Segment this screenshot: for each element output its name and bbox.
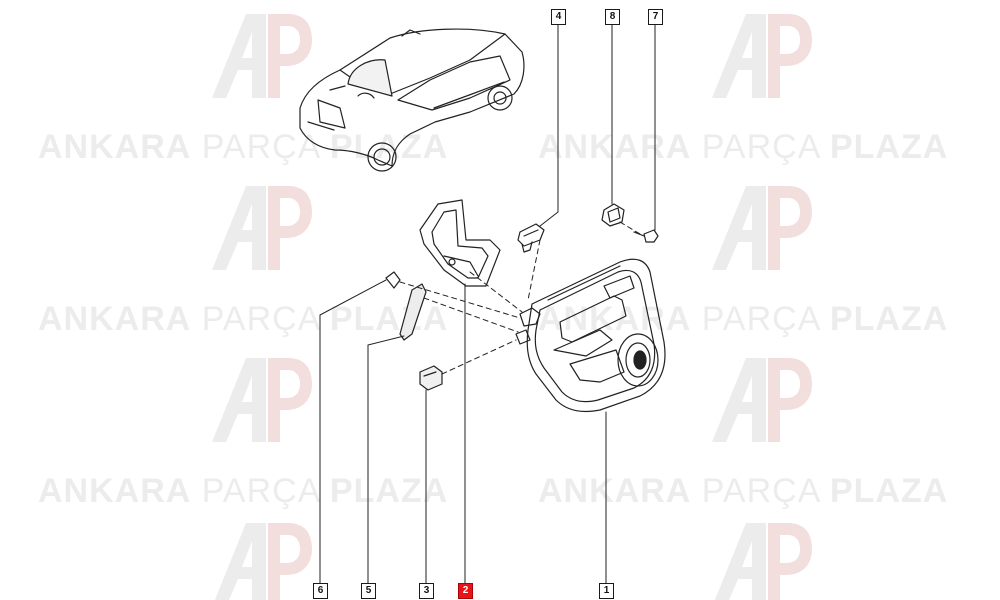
watermark-text: ANKARA PARÇA PLAZA — [538, 300, 949, 338]
part-4-clip — [517, 223, 545, 253]
assembly-lines — [399, 221, 641, 375]
callout-3: 3 — [419, 583, 434, 599]
part-5-trim-strip — [399, 283, 427, 341]
callout-1: 1 — [599, 583, 614, 599]
part-1-door-panel — [526, 258, 666, 413]
leader-lines — [319, 23, 656, 584]
watermark-text: ANKARA PARÇA PLAZA — [38, 300, 449, 338]
part-8-retainer — [601, 203, 625, 227]
part-2-bracket — [419, 199, 501, 287]
callout-2-highlighted: 2 — [458, 583, 473, 599]
ap-logo-watermark — [712, 186, 812, 270]
ap-logo-watermark — [212, 14, 312, 98]
ap-logo-watermark — [714, 523, 812, 600]
watermark-text: ANKARA PARÇA PLAZA — [538, 472, 949, 510]
watermark-text: ANKARA PARÇA PLAZA — [38, 472, 449, 510]
watermark-text: ANKARA PARÇA PLAZA — [38, 128, 449, 166]
callout-8: 8 — [605, 9, 620, 25]
ap-logo-watermark — [712, 14, 812, 98]
part-3-switch — [419, 365, 443, 391]
callout-4: 4 — [551, 9, 566, 25]
ap-logo-watermark — [212, 358, 312, 442]
ap-logo-watermark — [214, 523, 312, 600]
car-illustration — [299, 28, 525, 172]
ap-logo-watermark — [712, 358, 812, 442]
callout-5: 5 — [361, 583, 376, 599]
part-7-screw — [633, 229, 659, 243]
callout-6: 6 — [313, 583, 328, 599]
callout-7: 7 — [648, 9, 663, 25]
part-6-clip — [385, 271, 401, 289]
ap-logo-watermark — [212, 186, 312, 270]
watermark-text: ANKARA PARÇA PLAZA — [538, 128, 949, 166]
